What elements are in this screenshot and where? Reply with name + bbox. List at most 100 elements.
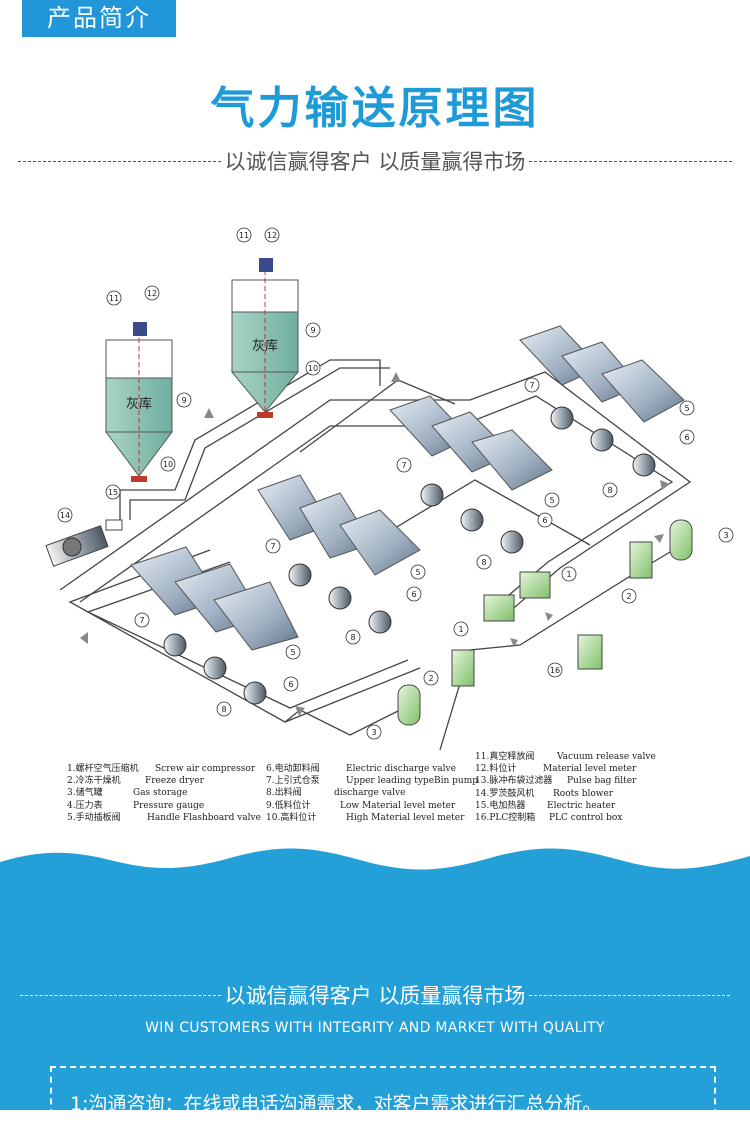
legend-en: discharge valve [334, 788, 406, 799]
svg-text:10: 10 [163, 460, 173, 469]
air-supply-units [397, 519, 693, 726]
legend-cn: 1.螺杆空气压缩机 [67, 764, 139, 774]
section-badge: 产品简介 [22, 0, 176, 37]
legend-cn: 11.真空释放阀 [475, 752, 535, 762]
legend-en: Pressure gauge [133, 800, 205, 811]
footer-band [0, 870, 750, 1110]
legend-item: 2.冷冻干燥机 Freeze dryer [67, 775, 261, 787]
legend-en: Material level meter [543, 764, 637, 775]
legend-cn: 15.电加热器 [475, 800, 526, 811]
legend-en: Low Material level meter [340, 800, 456, 811]
dashed-line-right [529, 160, 732, 162]
legend-cn: 12.料位计 [475, 764, 517, 775]
legend-item: 8.出料阀 discharge valve [266, 787, 478, 799]
svg-text:12: 12 [147, 289, 157, 298]
hopper-group-c [389, 395, 553, 554]
svg-text:1: 1 [566, 570, 571, 579]
svg-text:10: 10 [308, 364, 318, 373]
legend-en: Vacuum release valve [557, 752, 656, 762]
svg-text:14: 14 [60, 511, 70, 520]
legend-en: Screw air compressor [155, 764, 256, 774]
legend-item: 5.手动插板阀 Handle Flashboard valve [67, 812, 261, 824]
dashed-line-right [529, 994, 730, 996]
svg-text:5: 5 [415, 568, 420, 577]
svg-text:12: 12 [267, 231, 277, 240]
legend-cn: 6.电动卸料阀 [266, 764, 320, 774]
svg-text:5: 5 [290, 648, 295, 657]
legend-item: 12.料位计 Material level meter [475, 763, 656, 775]
svg-text:15: 15 [108, 488, 118, 497]
svg-text:6: 6 [684, 433, 689, 442]
svg-text:8: 8 [607, 486, 612, 495]
legend-item: 6.电动卸料阀 Electric discharge valve [266, 763, 478, 775]
slogan-divider-top: 以诚信赢得客户 以质量赢得市场 [0, 146, 750, 176]
legend-en: Gas storage [133, 788, 188, 799]
dashed-line-left [18, 160, 221, 162]
svg-text:2: 2 [428, 674, 433, 683]
legend-cn: 9.低料位计 [266, 800, 311, 811]
legend-en: PLC control box [549, 813, 623, 824]
hopper-group-d [519, 325, 685, 477]
silo-left: 灰库 [105, 322, 173, 482]
svg-text:5: 5 [684, 404, 689, 413]
legend-en: Upper leading typeBin pump [346, 776, 479, 787]
hopper-group-a [130, 546, 299, 705]
legend-item: 9.低料位计 Low Material level meter [266, 800, 478, 812]
legend-item: 3.储气罐 Gas storage [67, 787, 261, 799]
svg-text:6: 6 [288, 680, 293, 689]
svg-text:1: 1 [458, 625, 463, 634]
english-slogan: WIN CUSTOMERS WITH INTEGRITY AND MARKET … [145, 1020, 605, 1036]
legend-cn: 2.冷冻干燥机 [67, 776, 121, 787]
svg-text:6: 6 [542, 516, 547, 525]
dashed-line-left [20, 994, 221, 996]
legend-cn: 7.上引式仓泵 [266, 776, 320, 787]
legend-item: 7.上引式仓泵 Upper leading typeBin pump [266, 775, 478, 787]
svg-text:2: 2 [626, 592, 631, 601]
svg-text:9: 9 [310, 326, 315, 335]
svg-text:5: 5 [549, 496, 554, 505]
legend-en: Pulse bag filter [567, 776, 637, 787]
svg-text:3: 3 [723, 531, 728, 540]
legend-item: 11.真空释放阀 Vacuum release valve [475, 751, 656, 763]
slogan-divider-bottom: 以诚信赢得客户 以质量赢得市场 [0, 980, 750, 1010]
svg-text:7: 7 [529, 381, 534, 390]
legend-item: 1.螺杆空气压缩机 Screw air compressor [67, 763, 261, 775]
svg-text:8: 8 [221, 705, 226, 714]
consult-step-text: 1:沟通咨询：在线或电话沟通需求，对客户需求进行汇总分析。 [70, 1093, 602, 1115]
legend-column-2: 6.电动卸料阀 Electric discharge valve 7.上引式仓泵 U… [266, 763, 478, 824]
svg-text:7: 7 [270, 542, 275, 551]
pneumatic-conveying-diagram: 灰库 灰库 [45, 227, 734, 750]
svg-text:7: 7 [139, 616, 144, 625]
svg-text:3: 3 [371, 728, 376, 737]
hopper-group-b [257, 474, 421, 634]
callout-markers [57, 227, 734, 740]
slogan-text-bottom: 以诚信赢得客户 以质量赢得市场 [224, 984, 526, 1008]
legend-cn: 13.脉冲布袋过滤器 [475, 776, 553, 787]
legend-cn: 4.压力表 [67, 800, 103, 811]
legend-en: Handle Flashboard valve [147, 812, 261, 823]
svg-text:8: 8 [481, 558, 486, 567]
flow-arrows [80, 372, 670, 716]
legend-cn: 16.PLC控制箱 [475, 813, 536, 824]
legend-en: Roots blower [553, 788, 614, 799]
slogan-text: 以诚信赢得客户 以质量赢得市场 [224, 150, 526, 174]
silo-right: 灰库 [230, 258, 300, 418]
svg-text:11: 11 [239, 231, 249, 240]
legend-cn: 5.手动插板阀 [67, 812, 121, 823]
svg-text:16: 16 [550, 666, 560, 675]
legend-item: 16.PLC控制箱 PLC control box [475, 812, 656, 824]
legend-cn: 8.出料阀 [266, 788, 302, 799]
legend-column-3: 11.真空释放阀 Vacuum release valve 12.料位计 Mater… [475, 751, 656, 824]
legend-cn: 3.储气罐 [67, 788, 103, 799]
svg-text:9: 9 [181, 396, 186, 405]
svg-text:11: 11 [109, 294, 119, 303]
svg-text:7: 7 [401, 461, 406, 470]
legend-en: Freeze dryer [145, 776, 204, 787]
svg-text:6: 6 [411, 590, 416, 599]
legend-en: Electric discharge valve [346, 764, 456, 774]
legend-en: High Material level meter [346, 812, 465, 823]
